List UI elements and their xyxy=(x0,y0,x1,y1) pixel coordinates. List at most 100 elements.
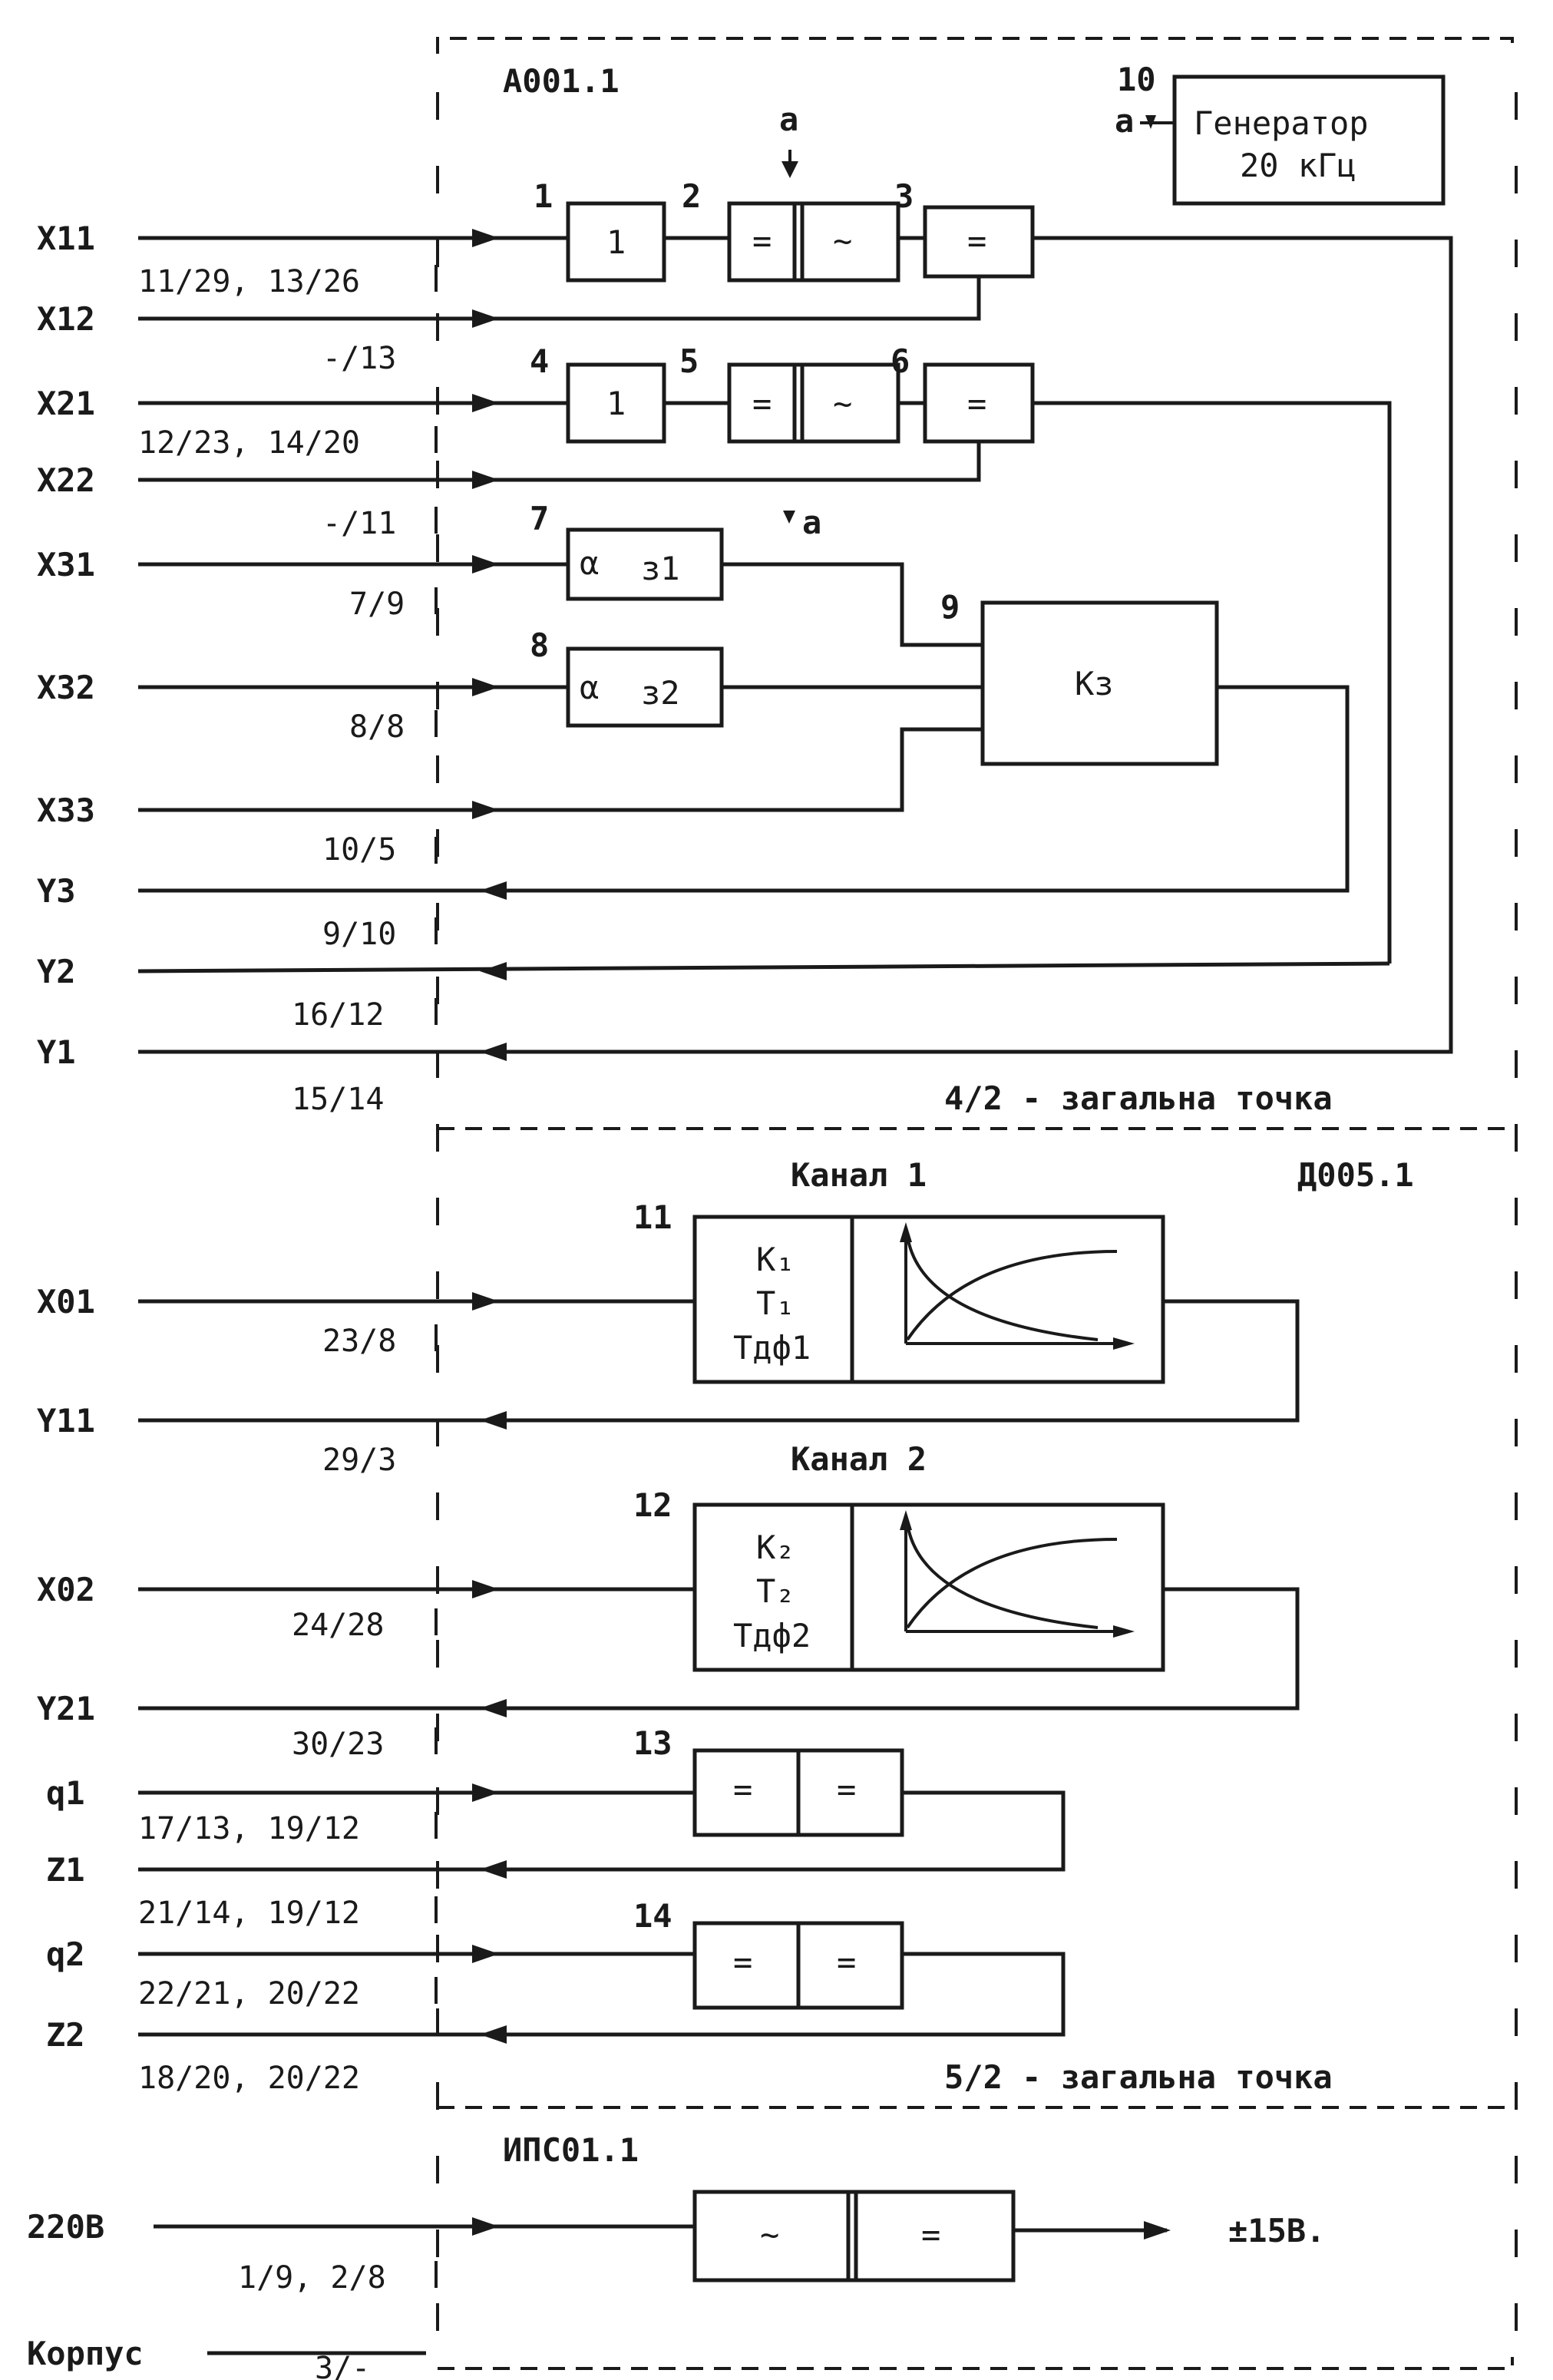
k3-block-9 xyxy=(980,600,1219,766)
alpha-8-sub: з2 xyxy=(641,674,680,712)
channel-x21: X21 1 = ~ = 4 5 6 xyxy=(37,342,1392,964)
module-title-ips01: ИПС01.1 xyxy=(503,2131,639,2169)
input-x01-label: X01 xyxy=(37,1283,95,1321)
input-220v-label: 220В xyxy=(27,2208,104,2246)
t1-label: T₁ xyxy=(756,1284,795,1322)
input-x31-label: X31 xyxy=(37,546,95,583)
block-num-3: 3 xyxy=(894,177,914,215)
module-title-a001: А001.1 xyxy=(503,62,620,100)
block-num-2: 2 xyxy=(682,177,701,215)
output-y11-label: Y11 xyxy=(37,1402,95,1440)
tdf1-label: Tдф1 xyxy=(733,1329,811,1367)
generator-freq: 20 кГц xyxy=(1240,147,1356,184)
input-q1-label: q1 xyxy=(46,1774,85,1812)
common-point-1: 4/2 - загальна точка xyxy=(944,1079,1333,1117)
pin-label-6: 8/8 xyxy=(349,709,405,745)
pin-label-14: 30/23 xyxy=(292,1727,384,1762)
amplifier-1-label: 1 xyxy=(606,223,626,261)
demod3-dc: = xyxy=(967,222,986,259)
block-num-7: 7 xyxy=(530,500,549,537)
block-num-4: 4 xyxy=(530,342,549,380)
block-num-13: 13 xyxy=(633,1724,672,1762)
pin-label-10: 15/14 xyxy=(292,1082,384,1117)
pin-label-12: 29/3 xyxy=(322,1443,396,1478)
channel-x11: X11 1 = ~ = 1 2 3 xyxy=(37,177,1443,283)
input-x32-label: X32 xyxy=(37,669,95,706)
pin-label-4: -/11 xyxy=(322,506,396,541)
block-num-5: 5 xyxy=(679,342,699,380)
psu-dc: = xyxy=(921,2216,940,2253)
conv13-dc-2: = xyxy=(837,1770,856,1808)
conv14-dc-2: = xyxy=(837,1943,856,1981)
output-y3-label: Y3 xyxy=(37,872,76,910)
demod6-dc: = xyxy=(967,385,986,422)
pin-label-1: 11/29, 13/26 xyxy=(138,264,360,299)
conv5-dc: = xyxy=(752,385,772,422)
pin-label-18: 18/20, 20/22 xyxy=(138,2061,360,2096)
pin-label-8: 9/10 xyxy=(322,917,396,952)
alpha-8-symbol: α xyxy=(580,669,599,706)
pin-label-19: 1/9, 2/8 xyxy=(238,2260,386,2296)
input-x33-label: X33 xyxy=(37,792,95,829)
k2-label: K₂ xyxy=(756,1529,795,1566)
pin-label-20: 3/- xyxy=(315,2351,370,2380)
block-num-8: 8 xyxy=(530,626,549,664)
amplifier-block-1 xyxy=(566,201,666,283)
conv14-dc-1: = xyxy=(733,1943,752,1981)
conv13-dc-1: = xyxy=(733,1770,752,1808)
block-num-6: 6 xyxy=(890,342,910,380)
k3-label: Kз xyxy=(1075,665,1114,702)
signal-a-top: a xyxy=(779,101,798,138)
generator-signal: a xyxy=(1115,102,1134,140)
module-borders xyxy=(436,37,1518,2370)
pin-label-7: 10/5 xyxy=(322,832,396,868)
demodulator-block-6 xyxy=(923,362,1035,444)
converter-block-2 xyxy=(727,201,900,283)
input-x02-label: X02 xyxy=(37,1571,95,1608)
pin-label-11: 23/8 xyxy=(322,1324,396,1359)
pin-label-5: 7/9 xyxy=(349,587,405,622)
block-num-12: 12 xyxy=(633,1486,672,1524)
pin-label-9: 16/12 xyxy=(292,997,384,1033)
common-point-2: 5/2 - загальна точка xyxy=(944,2058,1333,2096)
alpha-block-8 xyxy=(566,646,724,728)
output-z1-label: Z1 xyxy=(46,1851,85,1889)
block-num-11: 11 xyxy=(633,1198,672,1236)
input-x11-label: X11 xyxy=(37,220,95,257)
pin-label-16: 21/14, 19/12 xyxy=(138,1896,360,1931)
k1-label: K₁ xyxy=(756,1241,795,1278)
generator-number: 10 xyxy=(1117,61,1156,98)
alpha-7-symbol: α xyxy=(580,544,599,582)
alpha-7-sub: з1 xyxy=(641,550,680,587)
amplifier-4-label: 1 xyxy=(606,385,626,422)
module-title-d005: Д005.1 xyxy=(1297,1156,1414,1194)
output-voltage-label: ±15В. xyxy=(1228,2212,1325,2249)
output-y2-label: Y2 xyxy=(37,953,76,990)
block-num-14: 14 xyxy=(633,1897,672,1935)
psu-ac: ~ xyxy=(760,2216,779,2253)
converter-block-5 xyxy=(727,362,900,444)
input-x21-label: X21 xyxy=(37,385,95,422)
demodulator-block-3 xyxy=(923,205,1035,279)
pin-label-17: 22/21, 20/22 xyxy=(138,1976,360,2011)
pin-label-13: 24/28 xyxy=(292,1608,384,1643)
dynamic-block-12: K₂ T₂ Tдф2 xyxy=(692,1502,1165,1672)
output-y1-label: Y1 xyxy=(37,1033,76,1071)
alpha-block-7 xyxy=(566,527,724,601)
block-num-9: 9 xyxy=(940,588,960,626)
input-x12-label: X12 xyxy=(37,300,95,338)
conv2-ac: ~ xyxy=(833,222,852,259)
block-num-1: 1 xyxy=(534,177,553,215)
input-x22-label: X22 xyxy=(37,461,95,499)
pin-label-15: 17/13, 19/12 xyxy=(138,1811,360,1846)
input-q2-label: q2 xyxy=(46,1935,85,1973)
pin-label-3: 12/23, 14/20 xyxy=(138,425,360,461)
generator-block: Генератор 20 кГц 10 a xyxy=(1115,61,1446,206)
output-z2-label: Z2 xyxy=(46,2016,85,2054)
conv2-dc: = xyxy=(752,222,772,259)
conv5-ac: ~ xyxy=(833,385,852,422)
output-y21-label: Y21 xyxy=(37,1690,95,1727)
pin-label-2: -/13 xyxy=(322,341,396,376)
generator-label: Генератор xyxy=(1194,104,1369,142)
